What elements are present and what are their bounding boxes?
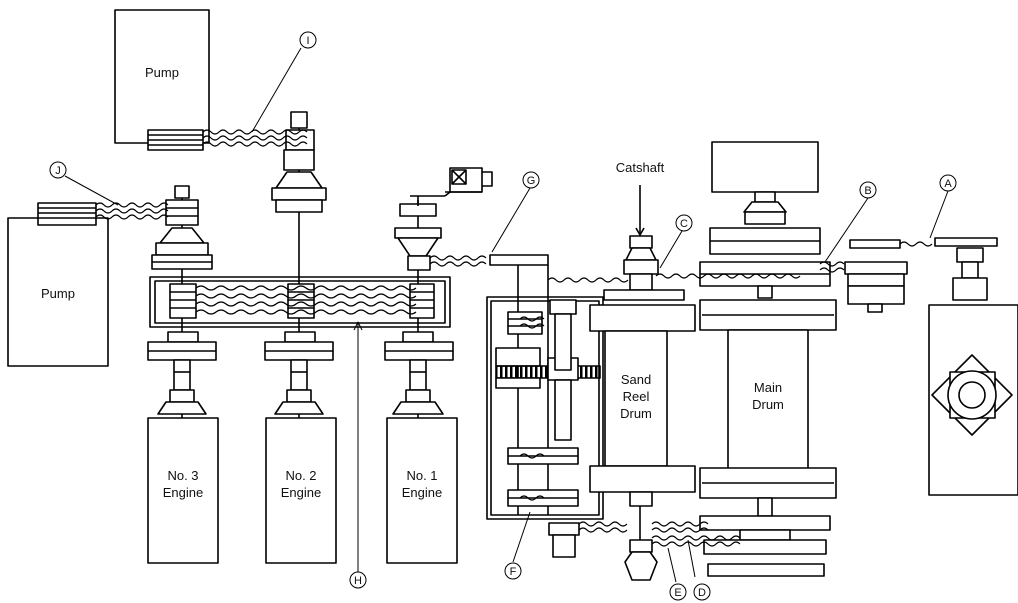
left-pump <box>7 202 109 367</box>
callout-b: B <box>864 185 871 197</box>
callout-g: G <box>527 175 536 187</box>
callout-circles <box>49 31 957 601</box>
catshaft-assembly <box>603 185 685 301</box>
sand-reel-drum-label-line3: Drum <box>620 406 652 421</box>
callout-j: J <box>55 165 61 177</box>
engine-3-drive-column <box>147 185 217 560</box>
sand-reel-drum-label-line2: Reel <box>623 389 650 404</box>
callout-e: E <box>674 587 681 599</box>
engine-3-label-line1: No. 3 <box>167 468 198 483</box>
upper-pump <box>114 9 210 151</box>
upper-pump-label: Pump <box>145 65 179 80</box>
engine-2-drive-column <box>264 111 334 560</box>
sand-reel-drum <box>589 304 696 581</box>
compound-housing <box>149 276 451 328</box>
sand-reel-drum-label-line1: Sand <box>621 372 651 387</box>
left-pump-label: Pump <box>41 286 75 301</box>
main-drum-label-line2: Drum <box>752 397 784 412</box>
callout-h: H <box>354 575 362 587</box>
callout-i: I <box>306 35 309 47</box>
callout-leaders <box>64 47 949 583</box>
main-drum-label-line1: Main <box>754 380 782 395</box>
engine-boxes <box>147 417 458 564</box>
engine-control-box <box>410 167 493 206</box>
catshaft-label: Catshaft <box>616 160 665 175</box>
engine-1-label-line2: Engine <box>402 485 442 500</box>
engine-1-drive-column <box>384 200 454 560</box>
callout-c: C <box>680 218 688 230</box>
callout-f: F <box>510 566 517 578</box>
engine-1-label-line1: No. 1 <box>406 468 437 483</box>
callout-a: A <box>944 178 952 190</box>
transmission-housing <box>486 254 604 558</box>
engine-3-label-line2: Engine <box>163 485 203 500</box>
rotary-drive <box>844 237 1018 496</box>
main-drum <box>699 141 837 577</box>
engine-2-label-line2: Engine <box>281 485 321 500</box>
diagram-labels: Pump Pump No. 3 Engine No. 2 Engine No. … <box>41 35 952 599</box>
engine-2-label-line1: No. 2 <box>285 468 316 483</box>
callout-d: D <box>698 587 706 599</box>
chain-drives <box>95 129 933 547</box>
